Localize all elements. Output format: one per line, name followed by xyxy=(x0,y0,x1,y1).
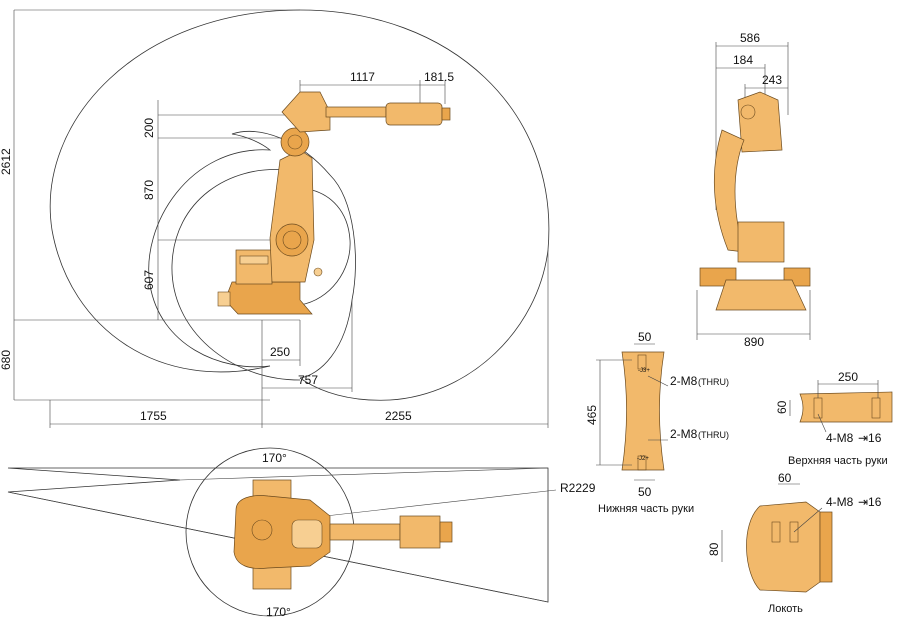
robot-side-base xyxy=(224,281,313,315)
side-view: 1117 181.5 200 870 607 2612 680 250 757 … xyxy=(0,9,550,428)
upper-arm-leader xyxy=(817,413,827,433)
dim-890: 890 xyxy=(744,335,764,349)
robot-side-head xyxy=(281,91,331,133)
robot-top-flange xyxy=(439,521,453,543)
robot-side-wrist xyxy=(385,102,443,126)
elbow-thread-depth: ⇥16 xyxy=(858,495,882,509)
elbow-slot-2 xyxy=(789,521,799,543)
dim-586: 586 xyxy=(740,31,760,45)
elbow-dim-80: 80 xyxy=(707,542,721,556)
elbow-caption: Локоть xyxy=(768,603,803,615)
robot-rear-head-circle xyxy=(740,104,756,120)
dim-680: 680 xyxy=(0,350,13,370)
top-radius: R2229 xyxy=(560,481,596,495)
robot-rear-head xyxy=(737,91,783,153)
lower-arm-dim-465: 465 xyxy=(585,405,599,425)
upper-arm-dim-60: 60 xyxy=(775,400,789,414)
lower-arm-dim-50-top: 50 xyxy=(638,330,652,344)
envelope-inner xyxy=(148,131,356,379)
robot-side-upper-arm xyxy=(325,106,387,118)
envelope-outer xyxy=(49,9,550,401)
lower-arm-thread-2-note: (THRU) xyxy=(698,430,729,440)
robot-side-cable-box xyxy=(217,291,231,307)
elbow-slot-1 xyxy=(771,521,781,543)
lower-arm-dim-50-bottom: 50 xyxy=(638,485,652,499)
robot-side-shoulder-inner xyxy=(282,230,302,250)
robot-rear-base xyxy=(715,279,807,311)
top-angle-top: 170° xyxy=(262,451,287,465)
robot-rear-illustration xyxy=(699,91,811,311)
robot-top-body xyxy=(233,495,331,569)
envelope-small xyxy=(171,169,301,381)
robot-rear-shoulder xyxy=(737,221,785,263)
lower-arm-thread-1: 2-M8 xyxy=(670,374,698,388)
upper-arm-thread: 4-M8 xyxy=(826,431,854,445)
lower-arm-caption: Нижняя часть руки xyxy=(598,503,694,515)
lower-arm-thread-2: 2-M8 xyxy=(670,427,698,441)
envelope-small-2 xyxy=(299,189,351,306)
robot-side-elbow xyxy=(280,127,310,157)
dim-870: 870 xyxy=(142,180,156,200)
robot-top-upper-arm xyxy=(329,523,401,541)
robot-side-illustration xyxy=(217,91,451,315)
dim-250: 250 xyxy=(270,345,290,359)
robot-top-wrist xyxy=(399,515,441,549)
lower-arm-thread-1-note: (THRU) xyxy=(698,377,729,387)
robot-side-flange xyxy=(441,107,451,121)
top-view: 170° 170° R2229 xyxy=(7,447,596,619)
robot-side-cable-connector xyxy=(313,267,323,277)
elbow-leader xyxy=(793,507,823,533)
lower-arm-leader-1 xyxy=(647,375,669,387)
top-angle-bottom: 170° xyxy=(266,605,291,619)
dim-184: 184 xyxy=(733,53,753,67)
elbow-detail: 60 80 4-M8 ⇥16 Локоть xyxy=(707,471,882,615)
upper-arm-detail: 250 60 4-M8 ⇥16 Верхняя часть руки xyxy=(775,370,893,467)
dim-1755: 1755 xyxy=(140,409,167,423)
top-ray-upper xyxy=(179,467,549,481)
upper-arm-shape xyxy=(799,391,893,423)
top-radius-leader xyxy=(289,489,557,521)
upper-arm-thread-depth: ⇥16 xyxy=(858,431,882,445)
rear-view: 586 184 243 890 xyxy=(696,31,811,349)
upper-arm-slot-right xyxy=(871,397,881,419)
dim-181-5: 181.5 xyxy=(424,70,454,84)
robot-side-elbow-inner xyxy=(287,134,303,150)
elbow-thread: 4-M8 xyxy=(826,495,854,509)
elbow-dim-60: 60 xyxy=(778,471,792,485)
lower-arm-slot-top xyxy=(637,354,647,370)
robot-side-motor-detail xyxy=(239,255,269,265)
dim-2612: 2612 xyxy=(0,148,13,175)
dim-200: 200 xyxy=(142,118,156,138)
dim-243: 243 xyxy=(762,73,782,87)
lower-arm-mark-j2: -J2+ xyxy=(637,456,649,462)
lower-arm-slot-bottom xyxy=(637,455,647,471)
robot-top-joint xyxy=(251,519,273,541)
robot-rear-lower-arm xyxy=(713,129,745,253)
elbow-shape xyxy=(746,501,821,593)
robot-top-shoulder xyxy=(291,519,323,549)
robot-top-illustration xyxy=(233,479,453,590)
dim-757: 757 xyxy=(298,373,318,387)
dim-607: 607 xyxy=(142,270,156,290)
upper-arm-dim-250: 250 xyxy=(838,370,858,384)
dim-1117: 1117 xyxy=(350,70,375,84)
lower-arm-shape xyxy=(621,351,665,471)
dim-2255: 2255 xyxy=(385,409,412,423)
elbow-flange xyxy=(819,511,833,583)
robot-side-shoulder xyxy=(275,223,309,257)
robot-side-motor-block xyxy=(235,249,273,285)
lower-arm-detail: 50 50 465 2-M8 (THRU) 2-M8 (THRU) -J3+ -… xyxy=(585,330,729,515)
upper-arm-caption: Верхняя часть руки xyxy=(788,455,888,467)
lower-arm-mark-j3: -J3+ xyxy=(638,368,650,374)
